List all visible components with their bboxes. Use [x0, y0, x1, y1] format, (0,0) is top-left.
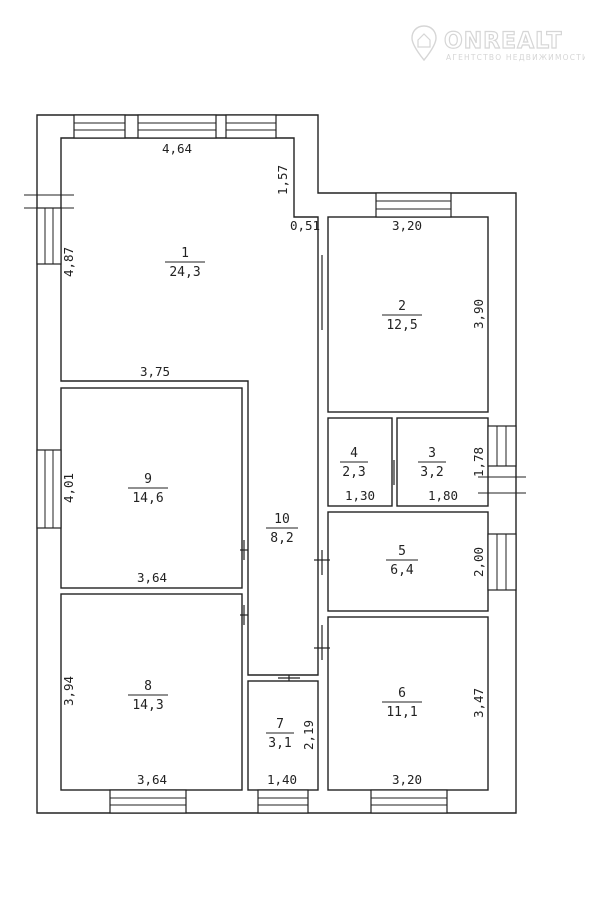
room-10-label: 10 8,2 [266, 512, 298, 546]
window-room-3 [487, 425, 517, 467]
door-markers [240, 255, 395, 681]
room-number: 6 [398, 686, 406, 701]
window-room-2 [375, 192, 452, 218]
window-room-7 [257, 789, 309, 814]
room-area: 12,5 [386, 318, 417, 333]
room-number: 3 [428, 446, 436, 461]
dim-room-3-right: 1,78 [471, 447, 486, 477]
window-top-3 [225, 114, 277, 139]
room-number: 5 [398, 544, 406, 559]
room-1-label: 1 24,3 [165, 246, 205, 280]
dim-room-8-bottom: 3,64 [137, 772, 167, 787]
room-number: 7 [276, 717, 284, 732]
window-room-6 [370, 789, 448, 814]
dim-room-1-right: 1,57 [275, 165, 290, 195]
room-area: 11,1 [386, 705, 417, 720]
room-area: 3,2 [420, 465, 443, 480]
window-left-1 [36, 207, 62, 265]
room-number: 10 [274, 512, 290, 527]
dim-room-3-bottom: 1,80 [428, 488, 458, 503]
room-8-outline [60, 593, 243, 791]
room-area: 14,6 [132, 491, 163, 506]
window-room-5 [487, 533, 517, 591]
room-7-label: 7 3,1 [266, 717, 294, 751]
room-number: 9 [144, 472, 152, 487]
room-5-label: 5 6,4 [386, 544, 418, 578]
brand-logo: ONREALT АГЕНТСТВО НЕДВИЖИМОСТИ [411, 25, 585, 62]
house-pin-icon [411, 25, 437, 62]
dim-room-6-bottom: 3,20 [392, 772, 422, 787]
dim-room-8-left: 3,94 [61, 676, 76, 706]
room-6-outline [327, 616, 489, 791]
dim-room-2-right: 3,90 [471, 299, 486, 329]
window-room-8 [109, 789, 187, 814]
dim-room-1-bottom: 3,75 [140, 364, 170, 379]
room-area: 24,3 [169, 265, 200, 280]
window-left-2 [36, 449, 62, 529]
dim-room-2-top: 3,20 [392, 218, 422, 233]
dim-room-7-bottom: 1,40 [267, 772, 297, 787]
dim-room-1-step: 0,51 [290, 218, 320, 233]
room-6-label: 6 11,1 [382, 686, 422, 720]
brand-tagline: АГЕНТСТВО НЕДВИЖИМОСТИ [446, 53, 585, 62]
dim-room-4-bottom: 1,30 [345, 488, 375, 503]
room-2-label: 2 12,5 [382, 299, 422, 333]
dim-room-1-left: 4,87 [61, 247, 76, 277]
room-area: 3,1 [268, 736, 291, 751]
room-area: 2,3 [342, 465, 365, 480]
room-number: 8 [144, 679, 152, 694]
brand-name: ONREALT [444, 29, 563, 54]
room-3-label: 3 3,2 [418, 446, 446, 480]
dim-room-9-bottom: 3,64 [137, 570, 167, 585]
dim-room-9-left: 4,01 [61, 473, 76, 503]
room-4-label: 4 2,3 [340, 446, 368, 480]
room-area: 8,2 [270, 531, 293, 546]
room-5-outline [327, 511, 489, 612]
room-number: 4 [350, 446, 358, 461]
dim-room-5-right: 2,00 [471, 547, 486, 577]
room-area: 6,4 [390, 563, 414, 578]
room-area: 14,3 [132, 698, 163, 713]
dim-room-7-right: 2,19 [301, 720, 316, 750]
dim-room-1-top: 4,64 [162, 141, 192, 156]
window-top-1 [73, 114, 126, 139]
dim-room-6-right: 3,47 [471, 688, 486, 718]
room-9-label: 9 14,6 [128, 472, 168, 506]
room-7-outline [247, 680, 319, 791]
room-number: 1 [181, 246, 189, 261]
window-top-2 [137, 114, 217, 139]
room-8-label: 8 14,3 [128, 679, 168, 713]
room-number: 2 [398, 299, 406, 314]
room-1-outline [60, 137, 319, 676]
